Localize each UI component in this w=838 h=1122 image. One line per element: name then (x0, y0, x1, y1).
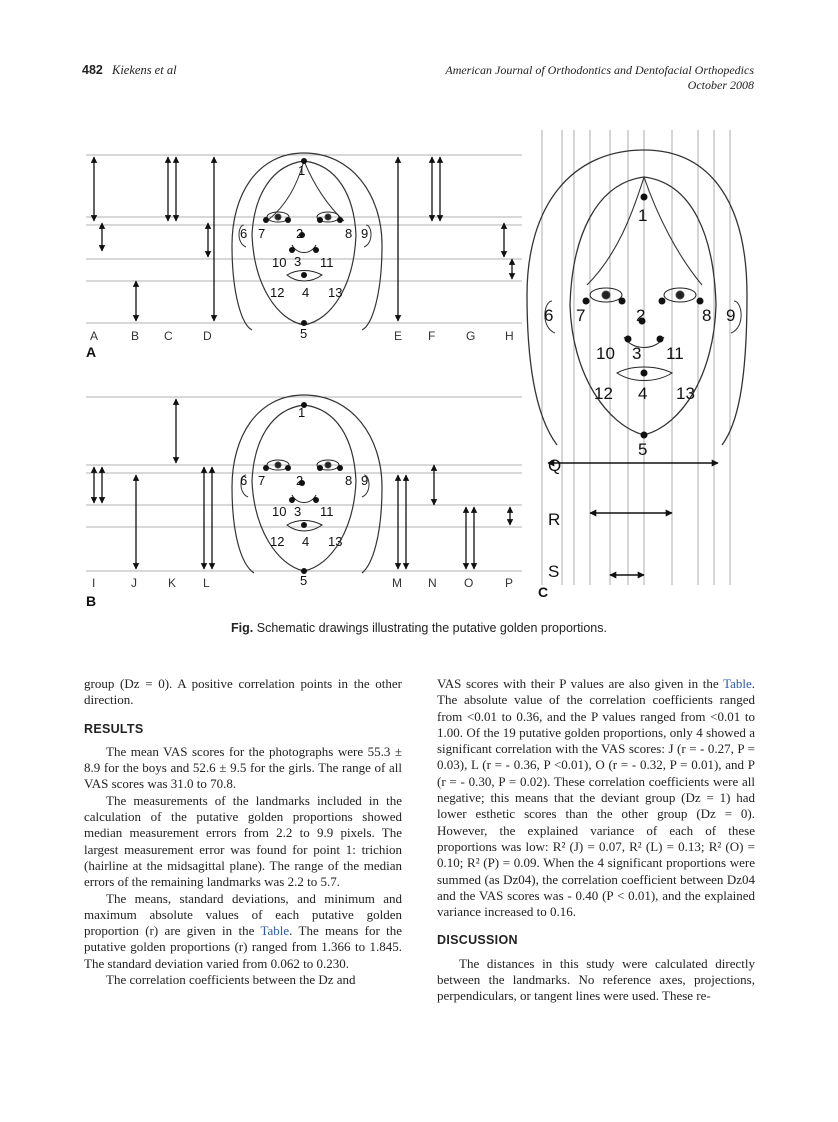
point-1-label: 1 (298, 163, 305, 178)
label-S: S (548, 562, 559, 581)
paragraph: The distances in this study were calcula… (437, 955, 755, 1004)
point-13-label: 13 (328, 534, 342, 549)
figure: 1 2 3 4 5 6 7 8 9 10 11 12 13 A B C D E … (82, 125, 756, 615)
section-heading-discussion: DISCUSSION (437, 933, 518, 948)
panel-c-point-labels: 1 2 3 4 5 6 7 8 9 10 11 12 13 (544, 206, 735, 459)
figure-caption: Fig. Schematic drawings illustrating the… (0, 621, 838, 635)
panel-c-letter-labels: Q R S (548, 456, 561, 581)
label-O: O (464, 576, 473, 590)
page-number: 482 (82, 63, 103, 77)
label-H: H (505, 329, 514, 343)
point-2-label: 2 (636, 306, 645, 325)
point-2-label: 2 (296, 226, 303, 241)
label-J: J (131, 576, 137, 590)
point-1-label: 1 (298, 405, 305, 420)
point-12-label: 12 (270, 285, 284, 300)
label-L: L (203, 576, 210, 590)
point-5-label: 5 (638, 440, 647, 459)
point-8-label: 8 (345, 473, 352, 488)
point-13-label: 13 (676, 384, 695, 403)
paragraph: group (Dz = 0). A positive correlation p… (84, 676, 402, 708)
point-11-label: 11 (320, 504, 334, 519)
point-5-label: 5 (300, 326, 307, 341)
panel-b-drawing (86, 394, 522, 574)
point-9-label: 9 (361, 473, 368, 488)
panel-a-landmarks (263, 158, 343, 326)
panel-b-landmarks (263, 402, 343, 574)
caption-label: Fig. (231, 621, 254, 635)
journal-title: American Journal of Orthodontics and Den… (445, 63, 754, 77)
point-4-label: 4 (302, 534, 309, 549)
paragraph: The correlation coefficients between the… (106, 972, 356, 988)
point-7-label: 7 (258, 226, 265, 241)
running-authors: Kiekens et al (111, 63, 177, 77)
point-6-label: 6 (240, 226, 247, 241)
paragraph: VAS scores with their P values are also … (437, 676, 755, 920)
point-9-label: 9 (726, 306, 735, 325)
point-1-label: 1 (638, 206, 647, 225)
panel-a-point-labels: 1 2 3 4 5 6 7 8 9 10 11 12 13 (240, 163, 368, 341)
label-I: I (92, 576, 95, 590)
paragraph: The means, standard deviations, and mini… (84, 890, 402, 971)
panel-b-label: B (86, 593, 96, 609)
label-F: F (428, 329, 435, 343)
point-4-label: 4 (638, 384, 647, 403)
panel-a-label: A (86, 344, 96, 360)
running-header-right: American Journal of Orthodontics and Den… (445, 63, 754, 93)
point-7-label: 7 (258, 473, 265, 488)
point-2-label: 2 (296, 473, 303, 488)
point-5-label: 5 (300, 573, 307, 588)
panel-b-letter-labels: I J K L M N O P (92, 576, 513, 590)
panel-c-label: C (538, 584, 548, 600)
point-3-label: 3 (632, 344, 641, 363)
point-4-label: 4 (302, 285, 309, 300)
label-E: E (394, 329, 402, 343)
running-header-left: 482 Kiekens et al (82, 63, 177, 78)
panel-a-drawing (86, 152, 522, 331)
label-P: P (505, 576, 513, 590)
label-A: A (90, 329, 98, 343)
paragraph: The measurements of the landmarks includ… (84, 792, 402, 890)
panel-b-point-labels: 1 2 3 4 5 6 7 8 9 10 11 12 13 (240, 405, 368, 588)
point-3-label: 3 (294, 254, 301, 269)
point-7-label: 7 (576, 306, 585, 325)
table-link[interactable]: Table (723, 676, 752, 691)
issue-date: October 2008 (687, 78, 754, 92)
panel-a-letter-labels: A B C D E F G H (90, 329, 514, 343)
left-column: group (Dz = 0). A positive correlation p… (84, 676, 402, 988)
right-column: VAS scores with their P values are also … (437, 676, 755, 1005)
panel-c-landmarks (582, 193, 704, 439)
point-11-label: 11 (666, 344, 684, 363)
point-10-label: 10 (596, 344, 615, 363)
caption-text: Schematic drawings illustrating the puta… (256, 621, 607, 635)
point-8-label: 8 (702, 306, 711, 325)
point-3-label: 3 (294, 504, 301, 519)
paragraph: The mean VAS scores for the photographs … (84, 743, 402, 792)
point-9-label: 9 (361, 226, 368, 241)
section-heading-results: RESULTS (84, 721, 144, 736)
point-10-label: 10 (272, 255, 286, 270)
table-link[interactable]: Table (260, 923, 290, 939)
point-11-label: 11 (320, 255, 334, 270)
label-Q: Q (548, 456, 561, 475)
point-12-label: 12 (270, 534, 284, 549)
label-G: G (466, 329, 475, 343)
point-6-label: 6 (544, 306, 553, 325)
label-D: D (203, 329, 212, 343)
figure-drawing: 1 2 3 4 5 6 7 8 9 10 11 12 13 A B C D E … (86, 130, 748, 609)
point-8-label: 8 (345, 226, 352, 241)
label-B: B (131, 329, 139, 343)
label-M: M (392, 576, 402, 590)
label-R: R (548, 510, 560, 529)
label-N: N (428, 576, 437, 590)
point-13-label: 13 (328, 285, 342, 300)
point-10-label: 10 (272, 504, 286, 519)
point-12-label: 12 (594, 384, 613, 403)
label-C: C (164, 329, 173, 343)
label-K: K (168, 576, 176, 590)
point-6-label: 6 (240, 473, 247, 488)
